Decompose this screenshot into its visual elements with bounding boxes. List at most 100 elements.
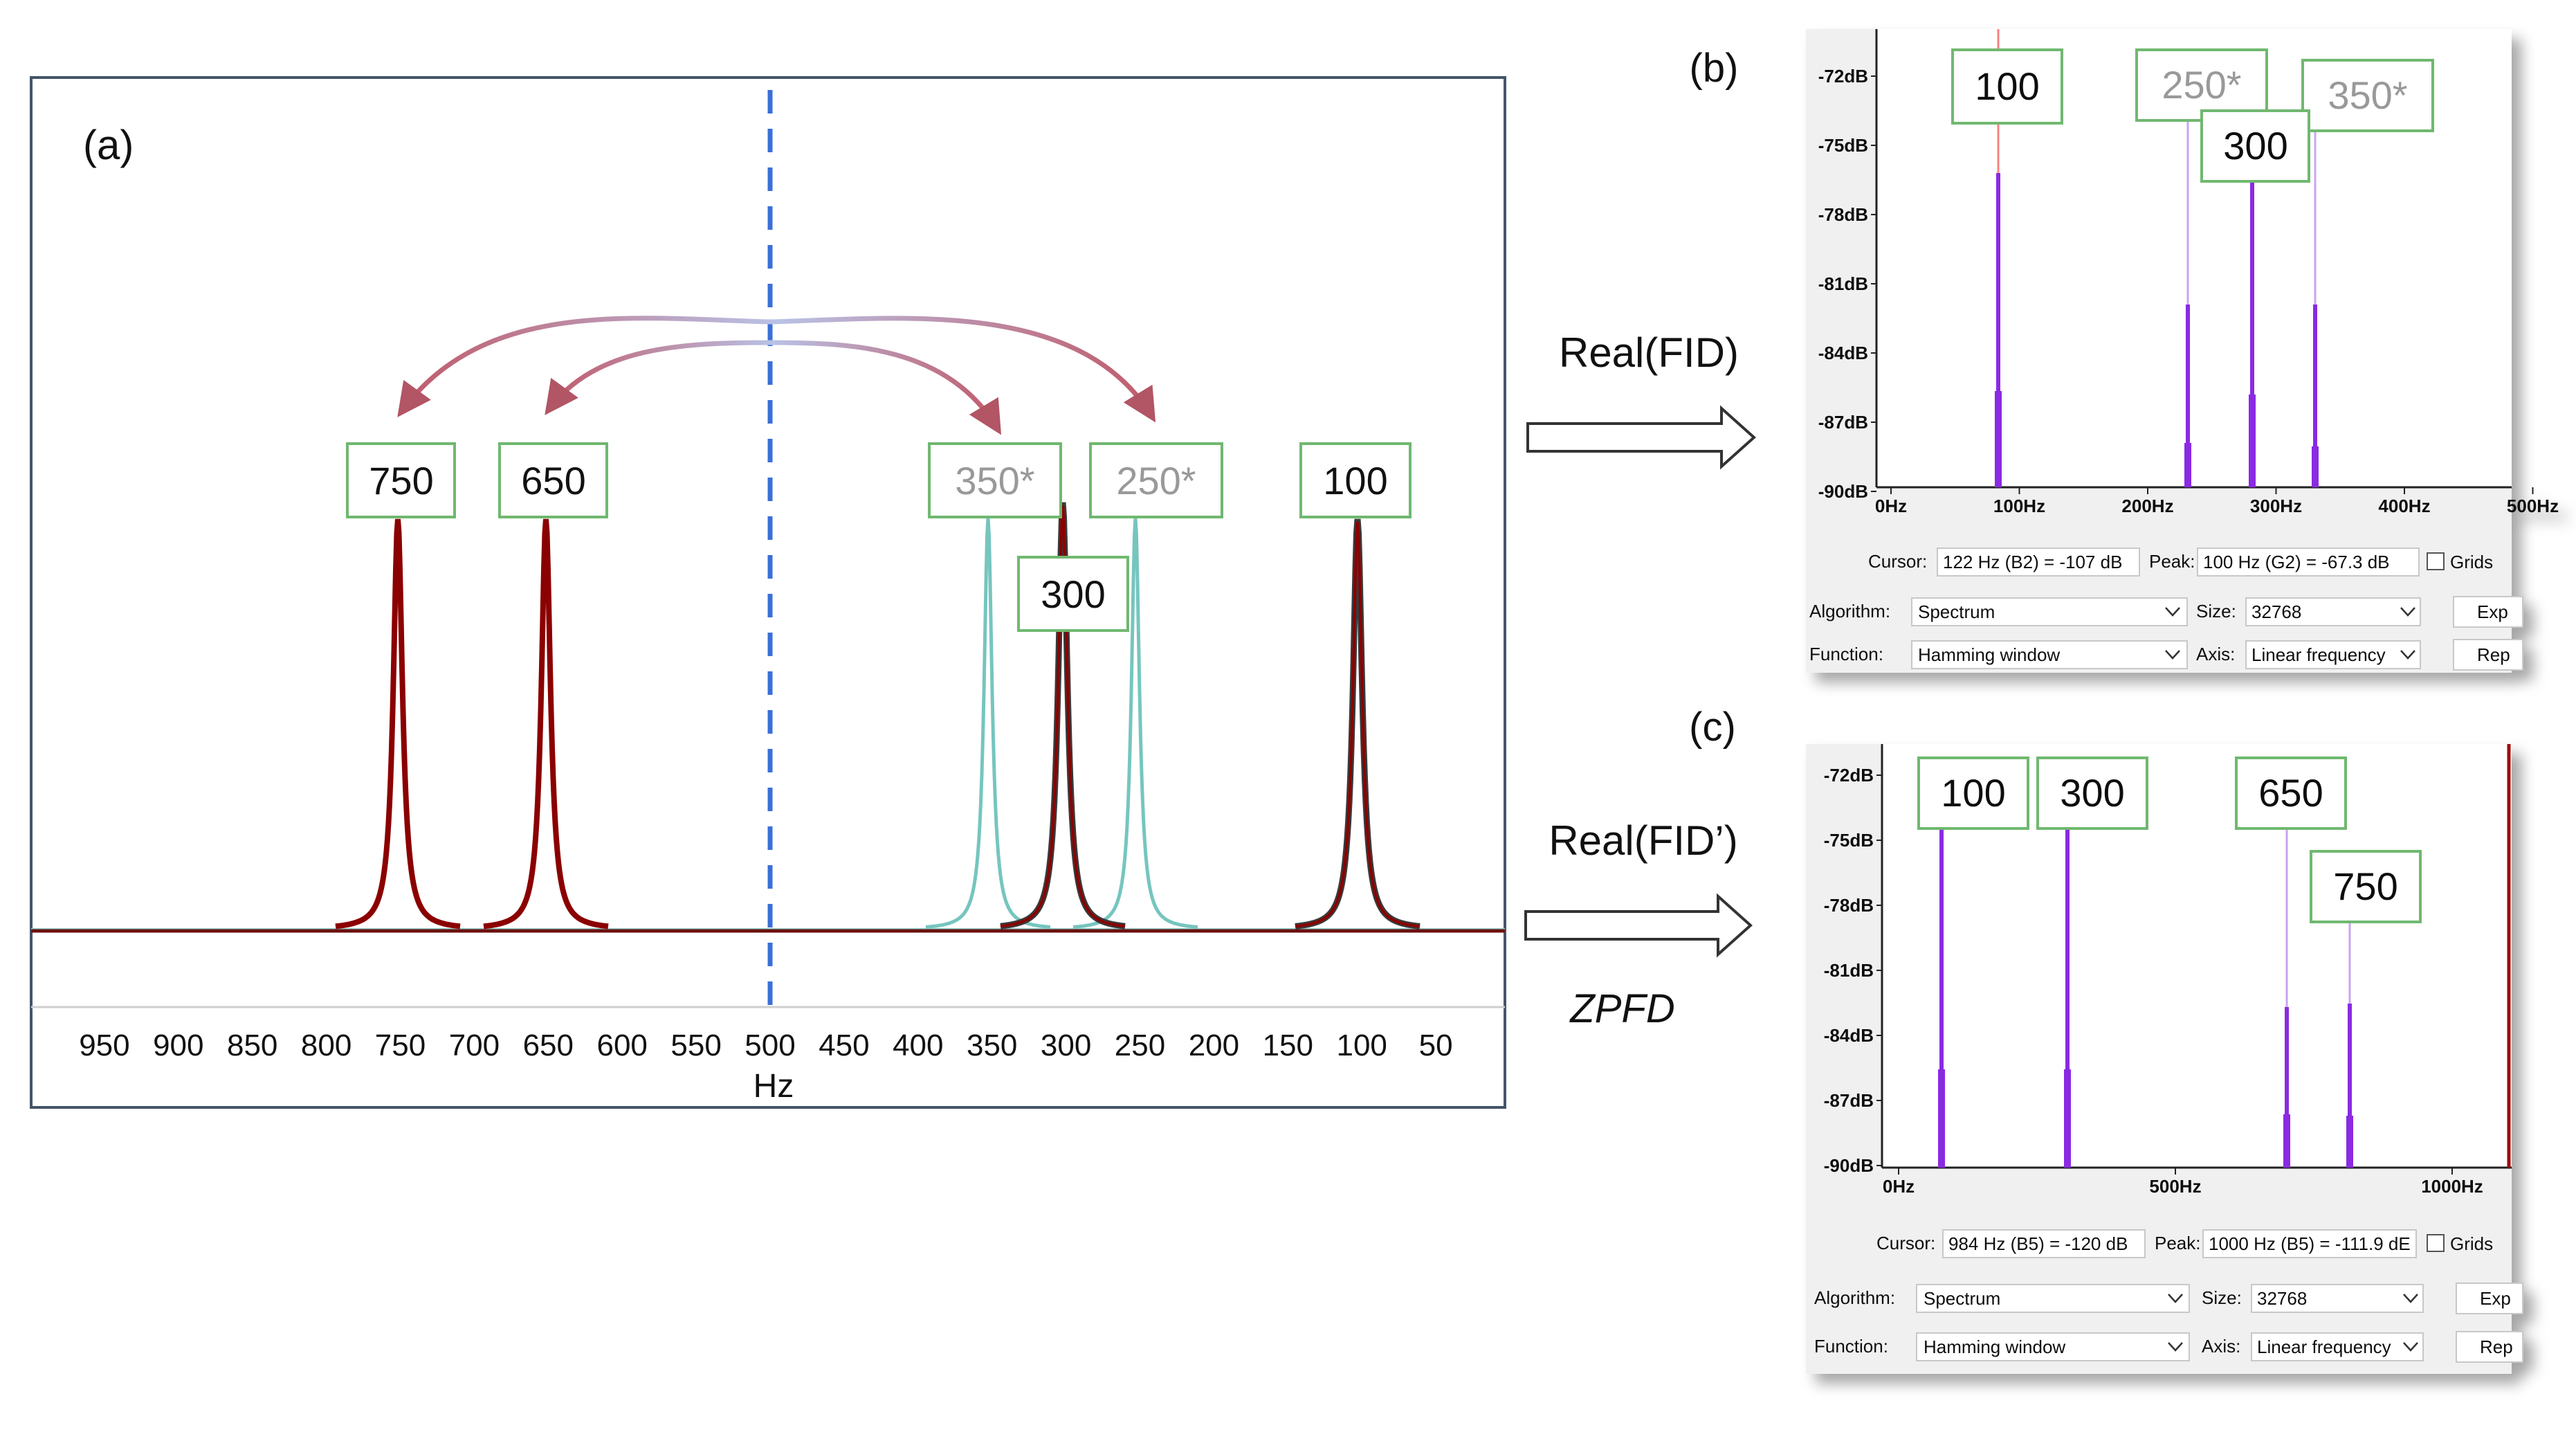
panel-c-peak-label-750: 750 (2310, 850, 2422, 923)
transition-top-arrow (1526, 405, 1757, 470)
x-tick-label: 0Hz (1883, 1176, 1915, 1197)
x-tick-label: 500 (745, 1028, 795, 1062)
panel-b-function-select[interactable]: Hamming window (1911, 640, 2188, 669)
chevron-down-icon (2168, 1342, 2183, 1352)
svg-text:100: 100 (1975, 64, 2039, 108)
x-tick-label: 600 (596, 1028, 647, 1062)
svg-text:750: 750 (369, 459, 433, 502)
peak-300-overlay (1000, 505, 1126, 928)
panel-b-peak-label-350-star: 350* (2301, 59, 2434, 132)
y-tick-label: -78dB (1818, 204, 1868, 225)
y-tick-label: -72dB (1818, 66, 1868, 87)
chevron-down-icon (2403, 1342, 2418, 1352)
x-tick-label: 150 (1263, 1028, 1313, 1062)
panel-b-axis-select[interactable]: Linear frequency (2245, 640, 2421, 669)
panel-c-peak-field[interactable] (2202, 1229, 2417, 1258)
panel-b-export-button[interactable]: Exp (2453, 596, 2523, 628)
svg-text:Hamming window: Hamming window (1924, 1336, 2065, 1357)
y-tick-label: -81dB (1818, 273, 1868, 294)
x-tick-label: 950 (79, 1028, 129, 1062)
panel-c-algorithm-label: Algorithm: (1814, 1287, 1895, 1308)
panel-b-function-label: Function: (1809, 644, 1883, 664)
panel-b-bars (1995, 121, 2319, 487)
svg-text:350*: 350* (2328, 73, 2407, 117)
panel-b-peak-label-250-star: 250* (2135, 48, 2268, 122)
y-tick-label: -90dB (1824, 1155, 1874, 1176)
x-tick-label: 300 (1041, 1028, 1091, 1062)
transition-top-label: Real(FID) (1559, 329, 1739, 376)
x-tick-label: 100Hz (1993, 496, 2045, 516)
panel-b-grids-checkbox[interactable] (2427, 552, 2445, 570)
panel-c-cursor-label: Cursor: (1876, 1233, 1935, 1253)
svg-text:Linear frequency: Linear frequency (2257, 1336, 2391, 1357)
transition-bottom-note: ZPFD (1569, 986, 1674, 1031)
x-tick-label: 300Hz (2250, 496, 2302, 516)
panel-b-algorithm-select[interactable]: Spectrum (1911, 597, 2188, 626)
panel-c-bars (1938, 828, 2353, 1168)
panel-b-peak-label: Peak: (2149, 551, 2195, 572)
panel-c-algorithm-select[interactable]: Spectrum (1916, 1284, 2190, 1313)
panel-c-axis-select[interactable]: Linear frequency (2251, 1332, 2424, 1361)
chevron-down-icon (2403, 1294, 2418, 1303)
panel-c-size-select[interactable]: 32768 (2251, 1284, 2424, 1313)
panel-c-peak-label-650: 650 (2235, 756, 2347, 830)
panel-b-size-select[interactable]: 32768 (2245, 597, 2421, 626)
panel-b-peak-label-100: 100 (1951, 48, 2063, 125)
panel-b-axis-label: Axis: (2196, 644, 2235, 664)
panel-c-grids-checkbox[interactable] (2427, 1234, 2445, 1252)
svg-text:Spectrum: Spectrum (1924, 1288, 2000, 1309)
panel-c-controls: Cursor: 984 Hz (B5) = -120 dB Peak: 1000… (1814, 1229, 2523, 1363)
svg-text:350*: 350* (955, 459, 1034, 502)
panel-b-peak-label-300: 300 (2200, 109, 2310, 183)
peak-label-650: 650 (498, 442, 608, 518)
panel-b-cursor-label: Cursor: (1868, 551, 1927, 572)
svg-text:300: 300 (2223, 124, 2287, 167)
x-tick-label: 250 (1115, 1028, 1165, 1062)
panel-b-cursor-field[interactable] (1937, 547, 2140, 577)
panel-c-tag: (c) (1689, 705, 1736, 750)
panel-b-peak-field[interactable] (2197, 547, 2420, 577)
peak-label-350-star: 350* (928, 442, 1062, 518)
chevron-down-icon (2400, 650, 2415, 660)
x-tick-label: 1000Hz (2421, 1176, 2483, 1197)
svg-text:32768: 32768 (2257, 1288, 2307, 1309)
panel-b-controls: Cursor: 122 Hz (B2) = -107 dB Peak: 100 … (1809, 547, 2523, 671)
y-tick-label: -81dB (1824, 960, 1874, 981)
panel-c-function-label: Function: (1814, 1336, 1888, 1357)
y-tick-label: -84dB (1818, 343, 1868, 363)
swap-arc-outer (397, 316, 1156, 423)
x-tick-label: 500Hz (2149, 1176, 2201, 1197)
panel-c-size-label: Size: (2202, 1287, 2242, 1308)
svg-text:Grids: Grids (2450, 1233, 2493, 1254)
panel-b-replot-button[interactable]: Rep (2453, 639, 2523, 671)
x-tick-label: 550 (670, 1028, 721, 1062)
panel-c-function-select[interactable]: Hamming window (1916, 1332, 2190, 1361)
y-tick-label: -75dB (1824, 830, 1874, 851)
panel-c-peak-label-300: 300 (2036, 756, 2148, 830)
y-tick-label: -72dB (1824, 765, 1874, 786)
x-tick-label: 100 (1336, 1028, 1387, 1062)
x-tick-label: 500Hz (2507, 496, 2559, 516)
svg-text:122 Hz (B2) = -107 dB: 122 Hz (B2) = -107 dB (1943, 552, 2122, 572)
y-tick-label: -75dB (1818, 135, 1868, 156)
svg-text:650: 650 (521, 459, 585, 502)
panel-b-tag: (b) (1690, 46, 1739, 91)
x-tick-label: 650 (523, 1028, 574, 1062)
svg-text:750: 750 (2333, 864, 2397, 908)
y-tick-label: -78dB (1824, 895, 1874, 916)
panel-c-export-button[interactable]: Exp (2456, 1283, 2523, 1314)
svg-text:Linear frequency: Linear frequency (2251, 644, 2386, 665)
x-tick-label: 400 (893, 1028, 943, 1062)
peak-label-250-star: 250* (1089, 442, 1223, 518)
peak-750 (335, 518, 461, 930)
transition-bottom: Real(FID’) ZPFD (1524, 817, 1753, 1031)
panel-c-cursor-field[interactable] (1942, 1229, 2146, 1258)
svg-text:Rep: Rep (2480, 1336, 2513, 1357)
panel-c-replot-button[interactable]: Rep (2456, 1331, 2523, 1363)
